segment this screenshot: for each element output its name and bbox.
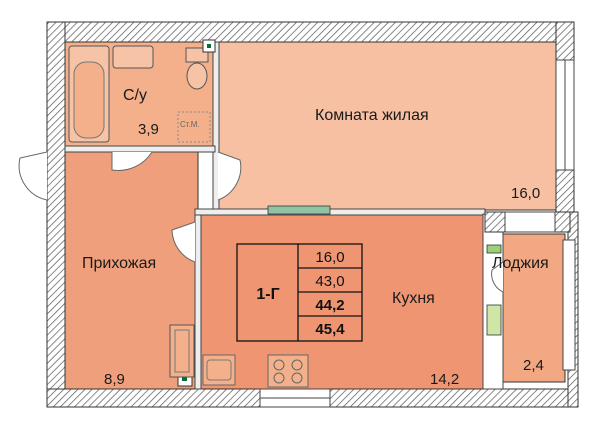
kitchen-stove [267,354,309,388]
loggia-area: 2,4 [523,357,544,374]
hallway-cabinet [169,324,195,378]
washing-machine [177,111,211,143]
total-area-value: 44,2 [315,297,344,314]
wall-kitchen-loggia [482,213,504,390]
shaft-bath-marker [207,44,211,48]
door-kitchen [171,221,196,263]
room-kitchen [199,213,484,390]
washing-machine-label: Ст.М. [180,120,200,129]
bathroom-label: С/у [123,87,147,104]
living-area-value: 16,0 [315,249,344,266]
wall-bath-hall [64,145,216,153]
window-loggia [562,239,576,371]
window-loggia-top [504,211,556,233]
area-2-value: 43,0 [315,273,344,290]
bathroom-area: 3,9 [138,121,159,138]
room-loggia [502,233,566,383]
loggia-label: Лоджия [492,255,549,272]
wall-left [46,21,66,408]
radiator-loggia [486,244,502,254]
door-loggia [491,261,504,293]
radiator-living [267,205,331,215]
wall-top [46,21,575,43]
door-living [217,151,242,201]
bathroom-sink [112,45,154,69]
shaft-hall-marker [182,376,187,381]
door-entrance [18,151,48,201]
kitchen-area: 14,2 [430,371,459,388]
wall-hall-kitchen [194,209,202,390]
hallway-label: Прихожая [82,255,156,272]
loggia-door-panel [486,304,502,336]
total-area-loggia-value: 45,4 [315,321,345,338]
summary-table: 1-Г 16,0 43,0 44,2 45,4 [236,243,363,342]
apartment-type: 1-Г [256,286,279,303]
hallway-area: 8,9 [104,371,125,388]
living-room-label: Комната жилая [315,107,429,124]
wall-living-kitchen [194,208,486,216]
door-bathroom [111,151,153,171]
room-living [217,41,557,211]
kitchen-label: Кухня [392,290,435,307]
living-room-area: 16,0 [511,185,540,202]
